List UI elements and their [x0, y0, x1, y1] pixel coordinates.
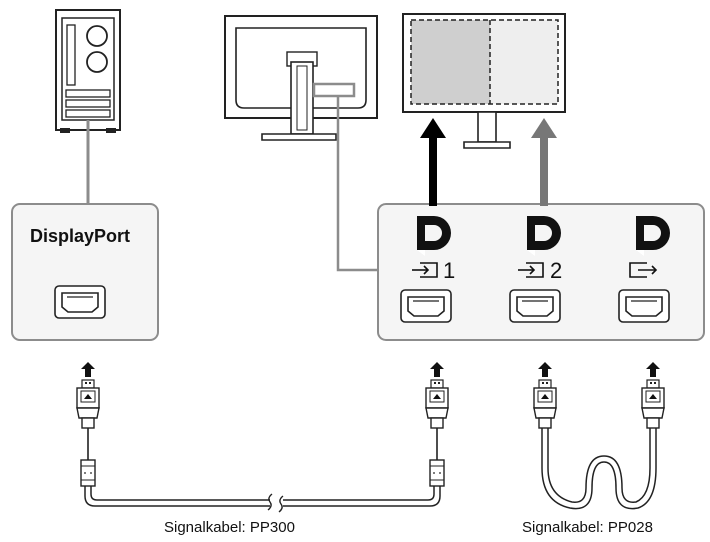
input-number-1: 1	[443, 258, 456, 283]
displayport-cable-icon	[533, 361, 665, 510]
cable-caption-pp300: Signalkabel: PP300	[164, 519, 295, 536]
monitor-displayport-out	[618, 289, 670, 323]
cable-caption-pp028: Signalkabel: PP028	[522, 519, 653, 536]
monitor-link-line	[336, 96, 378, 272]
pc-displayport-connector	[54, 285, 106, 319]
pc-tower-icon	[55, 9, 121, 133]
monitor-rear-icon	[224, 15, 378, 141]
monitor-front-icon	[402, 13, 566, 149]
pc-displayport-box	[11, 203, 159, 341]
screen-left-area	[411, 20, 490, 104]
monitor-displayport-in2	[509, 289, 561, 323]
output-icon	[629, 262, 658, 278]
displayport-cable-icon	[76, 361, 449, 513]
input-icon	[412, 262, 438, 278]
input1-arrow-icon	[420, 118, 446, 206]
input2-arrow-icon	[531, 118, 557, 206]
monitor-displayport-in1	[400, 289, 452, 323]
input-number-2: 2	[550, 258, 563, 283]
displayport-label: DisplayPort	[30, 226, 131, 246]
screen-right-area	[490, 20, 558, 104]
input-icon	[518, 262, 544, 278]
